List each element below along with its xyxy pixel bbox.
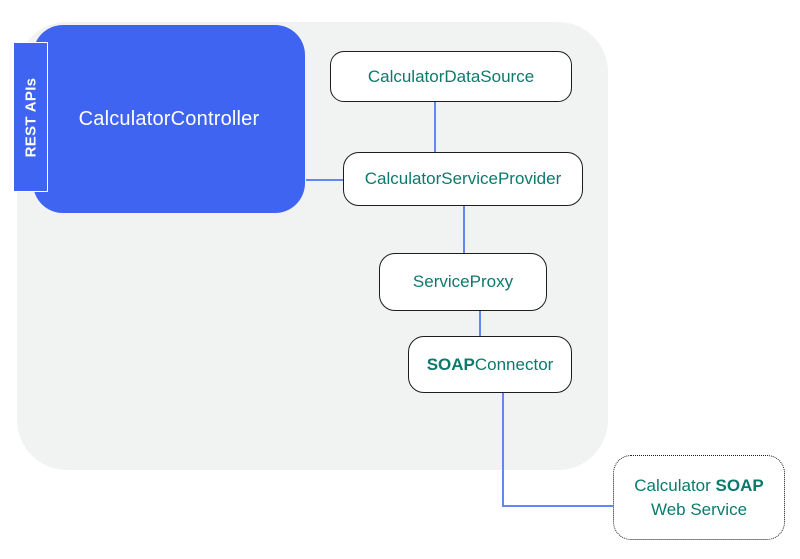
node-calculator-service-provider: CalculatorServiceProvider: [343, 152, 583, 206]
web-service-label-line2: Web Service: [650, 499, 748, 519]
connector-serviceproxy-to-soapconnector: [479, 311, 481, 336]
rest-apis-label: REST APIs: [22, 77, 40, 157]
node-calculator-data-source-label: CalculatorDataSource: [367, 66, 535, 86]
node-soap-connector-label: SOAPConnector: [426, 354, 554, 374]
connector-datasource-to-serviceprovider: [434, 102, 436, 152]
rest-apis-tab: REST APIs: [13, 42, 48, 192]
connector-controller-to-serviceprovider: [306, 179, 343, 181]
node-service-proxy-label: ServiceProxy: [412, 272, 514, 291]
node-calculator-controller-label: CalculatorController: [78, 107, 260, 130]
node-calculator-controller: CalculatorController: [33, 25, 305, 213]
node-service-proxy: ServiceProxy: [379, 253, 547, 311]
web-service-label-line1: Calculator SOAP: [634, 475, 764, 495]
node-calculator-service-provider-label: CalculatorServiceProvider: [364, 169, 562, 188]
node-calculator-soap-web-service: Calculator SOAP Web Service: [613, 455, 785, 540]
node-calculator-data-source: CalculatorDataSource: [330, 51, 572, 102]
node-soap-connector: SOAPConnector: [408, 336, 572, 393]
connector-serviceprovider-to-serviceproxy: [463, 206, 465, 253]
connector-to-webservice: [502, 505, 613, 507]
connector-soapconnector-down: [502, 393, 504, 507]
